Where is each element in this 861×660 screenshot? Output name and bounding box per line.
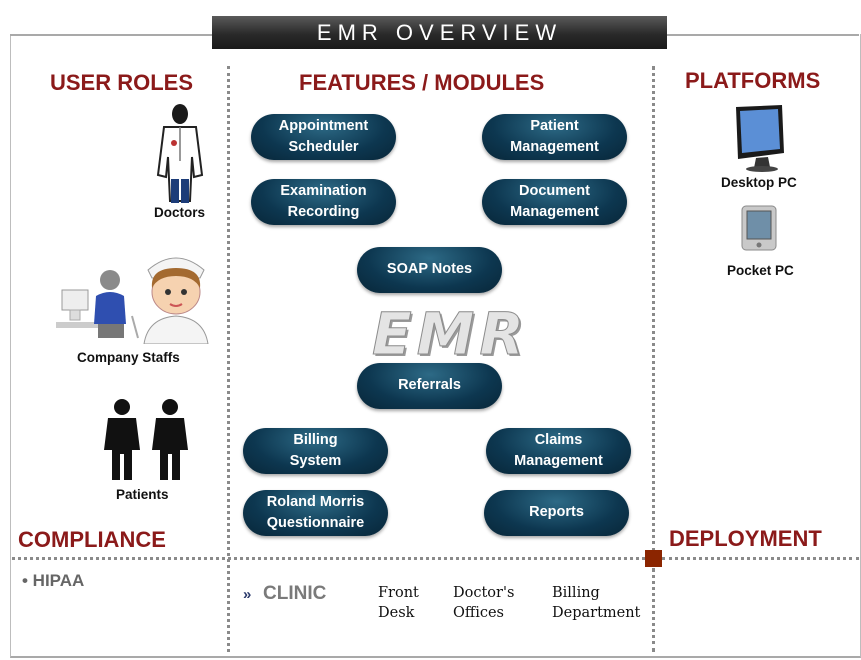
module-roland-morris-questionnaire: Roland Morris Questionnaire	[243, 490, 388, 536]
platform-pocket-label: Pocket PC	[727, 263, 794, 278]
divider-right-upper	[652, 66, 655, 552]
compliance-hipaa: • HIPAA	[22, 571, 85, 590]
module-referrals: Referrals	[357, 363, 502, 409]
pocket-pc-icon	[741, 205, 777, 251]
module-billing-system: Billing System	[243, 428, 388, 474]
deployment-heading: DEPLOYMENT	[669, 526, 822, 551]
module-claims-management: Claims Management	[486, 428, 631, 474]
role-company-staffs-label: Company Staffs	[77, 350, 180, 365]
divider-right-lower	[652, 568, 655, 652]
module-patient-management: Patient Management	[482, 114, 627, 160]
nurse-icon	[143, 257, 209, 344]
role-patients-label: Patients	[116, 487, 169, 502]
deployment-marker-square	[645, 550, 662, 567]
role-doctors-label: Doctors	[154, 205, 206, 220]
deployment-doctors-offices: Doctor's Offices	[453, 585, 515, 621]
divider-left	[227, 66, 230, 652]
divider-horizontal-right	[662, 557, 859, 560]
title-rule-left	[10, 34, 212, 36]
features-heading: FEATURES / MODULES	[299, 70, 545, 95]
module-examination-recording: Examination Recording	[251, 179, 396, 225]
deployment-billing-department: Billing Department	[552, 585, 641, 621]
module-reports: Reports	[484, 490, 629, 536]
divider-horizontal-left	[12, 557, 645, 560]
compliance-heading: COMPLIANCE	[18, 527, 166, 552]
user-roles-heading: USER ROLES	[50, 70, 194, 95]
emr-logo: EMR	[372, 300, 529, 369]
diagram-title: EMR OVERVIEW	[212, 16, 667, 49]
doctor-icon	[156, 104, 204, 203]
deployment-clinic: CLINIC	[263, 583, 327, 604]
patients-icon	[104, 399, 188, 480]
title-rule-right	[667, 34, 859, 36]
module-soap-notes: SOAP Notes	[357, 247, 502, 293]
platforms-heading: PLATFORMS	[685, 68, 821, 93]
module-appointment-scheduler: Appointment Scheduler	[251, 114, 396, 160]
office-worker-icon	[56, 270, 139, 339]
module-document-management: Document Management	[482, 179, 627, 225]
desktop-pc-icon	[736, 105, 784, 172]
platform-desktop-label: Desktop PC	[721, 175, 797, 190]
deployment-marker: »	[243, 586, 252, 603]
deployment-front-desk: Front Desk	[378, 585, 419, 621]
